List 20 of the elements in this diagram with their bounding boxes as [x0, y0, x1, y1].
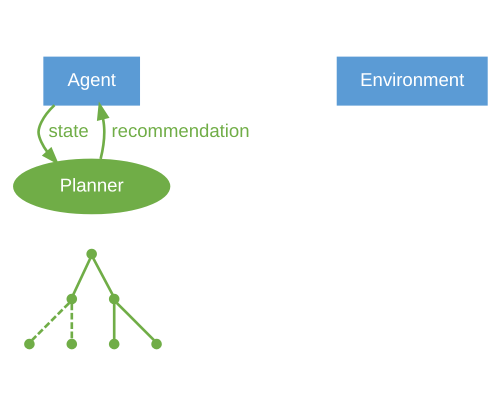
node-circle: [24, 338, 35, 350]
connector: [70, 304, 74, 340]
connector: [92, 258, 114, 296]
connector: [116, 302, 155, 341]
node-circle: [151, 338, 162, 350]
arrow: [37, 104, 60, 165]
node-circle: [86, 248, 97, 260]
edge-label: recommendation: [111, 120, 250, 142]
connector: [112, 304, 116, 340]
node-ellipse: Planner: [13, 158, 170, 214]
connector: [72, 258, 92, 296]
node-circle: [108, 294, 120, 304]
node-box: Environment: [336, 56, 488, 106]
edge-label: state: [48, 120, 89, 142]
node-box: Agent: [43, 56, 140, 106]
node-circle: [66, 294, 78, 304]
arrow: [96, 101, 110, 160]
node-circle: [108, 338, 120, 350]
connector: [31, 302, 70, 341]
node-circle: [66, 338, 78, 350]
